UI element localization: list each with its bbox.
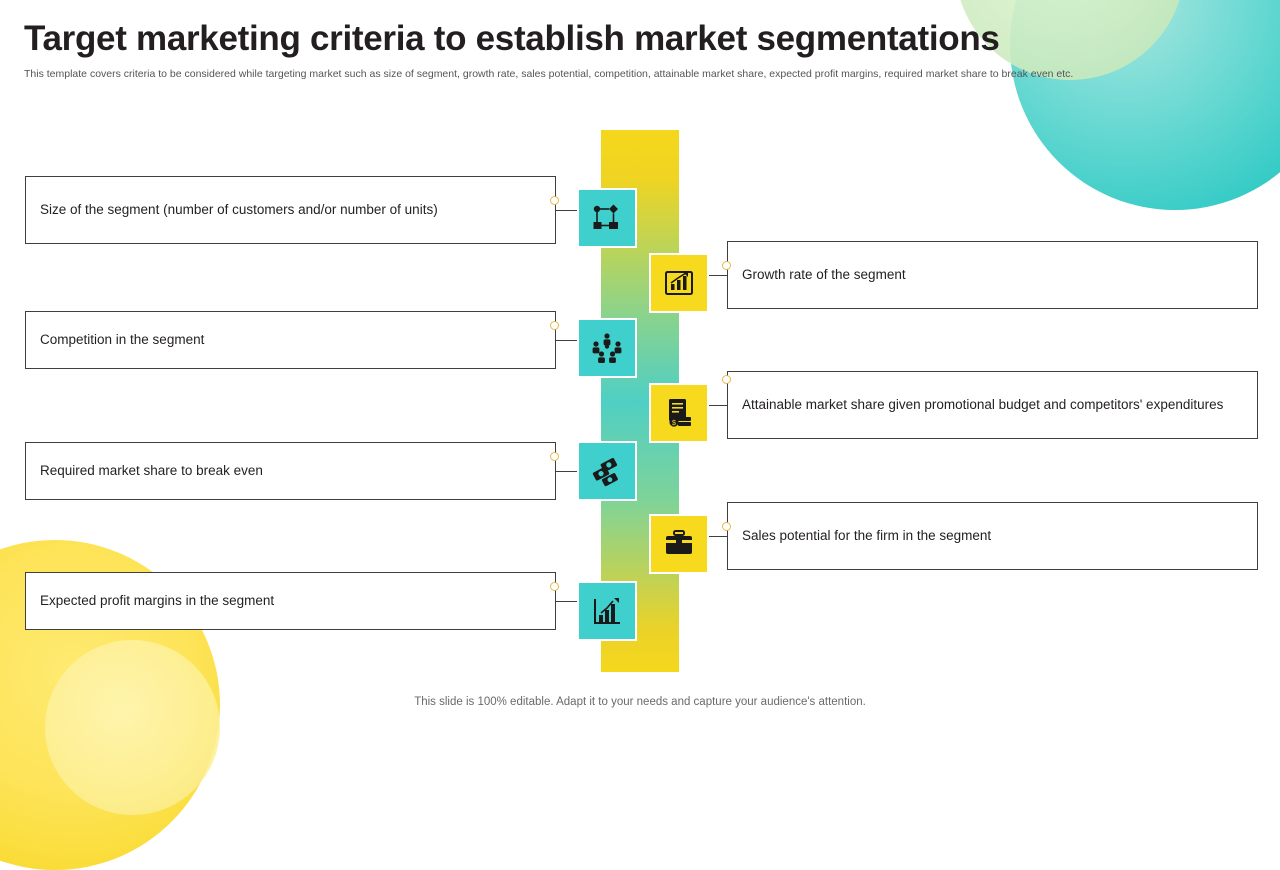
connector-dot-sales-potential (722, 522, 731, 531)
criteria-icon-sales-potential (649, 514, 709, 574)
connector-dot-required-market-share (550, 452, 559, 461)
criteria-box-required-market-share[interactable]: Required market share to break even (25, 442, 556, 500)
criteria-icon-competition (577, 318, 637, 378)
people-group-icon (592, 333, 622, 363)
network-nodes-icon (593, 204, 618, 229)
page-subtitle: This template covers criteria to be cons… (24, 67, 1074, 80)
criteria-label-sales-potential: Sales potential for the firm in the segm… (742, 528, 992, 544)
connector-dot-attainable-market-share (722, 375, 731, 384)
criteria-icon-growth-rate (649, 253, 709, 313)
connector-dot-growth-rate (722, 261, 731, 270)
criteria-icon-size-of-segment (577, 188, 637, 248)
criteria-box-attainable-market-share[interactable]: Attainable market share given promotiona… (727, 371, 1258, 439)
criteria-icon-required-market-share (577, 441, 637, 501)
criteria-box-sales-potential[interactable]: Sales potential for the firm in the segm… (727, 502, 1258, 570)
decorative-blob-pale-yellow (45, 640, 220, 815)
svg-text:$: $ (672, 420, 676, 427)
criteria-icon-expected-profit-margins (577, 581, 637, 641)
money-coins-icon (592, 457, 618, 487)
bar-chart-growth-icon (594, 598, 620, 624)
criteria-box-competition[interactable]: Competition in the segment (25, 311, 556, 369)
chart-arrow-up-icon (665, 271, 693, 295)
document-money-icon: $ (669, 399, 691, 427)
criteria-label-growth-rate: Growth rate of the segment (742, 267, 906, 283)
criteria-label-competition: Competition in the segment (40, 332, 205, 348)
criteria-label-required-market-share: Required market share to break even (40, 463, 263, 479)
criteria-icon-attainable-market-share: $ (649, 383, 709, 443)
page-title: Target marketing criteria to establish m… (24, 19, 1000, 58)
connector-dot-expected-profit-margins (550, 582, 559, 591)
criteria-label-attainable-market-share: Attainable market share given promotiona… (742, 397, 1224, 413)
criteria-box-size-of-segment[interactable]: Size of the segment (number of customers… (25, 176, 556, 244)
criteria-label-expected-profit-margins: Expected profit margins in the segment (40, 593, 275, 609)
connector-dot-size-of-segment (550, 196, 559, 205)
slide-header: Target marketing criteria to establish m… (24, 19, 1234, 81)
footer-note: This slide is 100% editable. Adapt it to… (414, 696, 866, 708)
connector-dot-competition (550, 321, 559, 330)
criteria-label-size-of-segment: Size of the segment (number of customers… (40, 202, 438, 218)
criteria-box-expected-profit-margins[interactable]: Expected profit margins in the segment (25, 572, 556, 630)
briefcase-icon (665, 530, 693, 554)
criteria-box-growth-rate[interactable]: Growth rate of the segment (727, 241, 1258, 309)
